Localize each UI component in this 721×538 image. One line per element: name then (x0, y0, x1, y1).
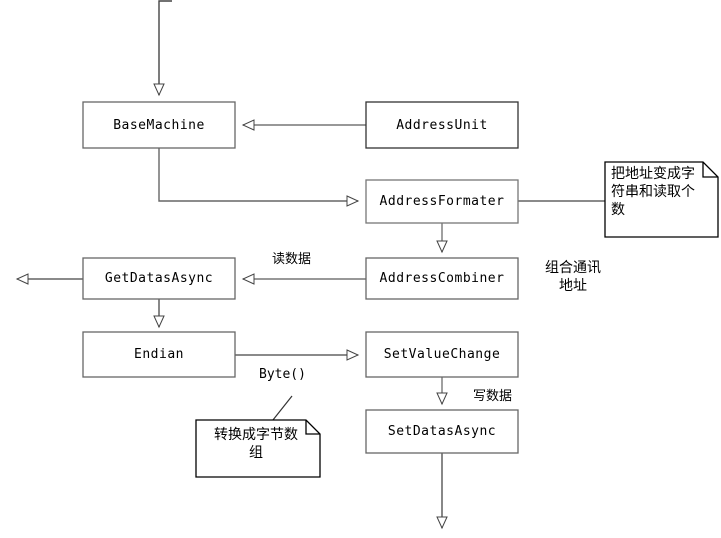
node-box-base-machine[interactable] (82, 101, 236, 149)
node-box-set-datas-async[interactable] (365, 409, 519, 454)
note-convert-to-byte-array-line-1: 转换成字节数 (214, 427, 298, 443)
node-box-address-combiner[interactable] (365, 257, 519, 300)
note-text-address-to-string: 把地址变成字 符串和读取个 数 (611, 166, 715, 220)
edge-label-read-data: 读数据 (272, 252, 312, 267)
edge-label-byte-array: Byte() (259, 367, 306, 382)
node-box-address-unit[interactable] (365, 101, 519, 149)
annotation-combine-comm-address: 组合通讯 地址 (533, 260, 613, 295)
annotation-combine-comm-address-line-1: 组合通讯 (545, 260, 601, 276)
note-address-to-string-line-3: 数 (611, 201, 625, 218)
note-address-to-string-line-2: 符串和读取个 (611, 183, 695, 200)
edge-entry-to-base-machine (153, 0, 172, 97)
node-box-set-value-change[interactable] (365, 331, 519, 378)
note-shape-convert-to-byte-array (195, 419, 321, 478)
note-address-to-string-line-1: 把地址变成字 (611, 166, 695, 182)
edge-base-machine-to-address-formater (158, 148, 360, 207)
note-text-convert-to-byte-array: 转换成字节数 组 (200, 427, 312, 463)
note-shape-address-to-string (604, 161, 719, 238)
node-box-get-datas-async[interactable] (82, 257, 236, 300)
edge-label-write-data: 写数据 (473, 389, 513, 404)
note-convert-to-byte-array-line-2: 组 (249, 444, 263, 461)
annotation-combine-comm-address-line-2: 地址 (559, 277, 587, 294)
node-box-address-formater[interactable] (365, 179, 519, 224)
node-box-endian[interactable] (82, 331, 236, 378)
